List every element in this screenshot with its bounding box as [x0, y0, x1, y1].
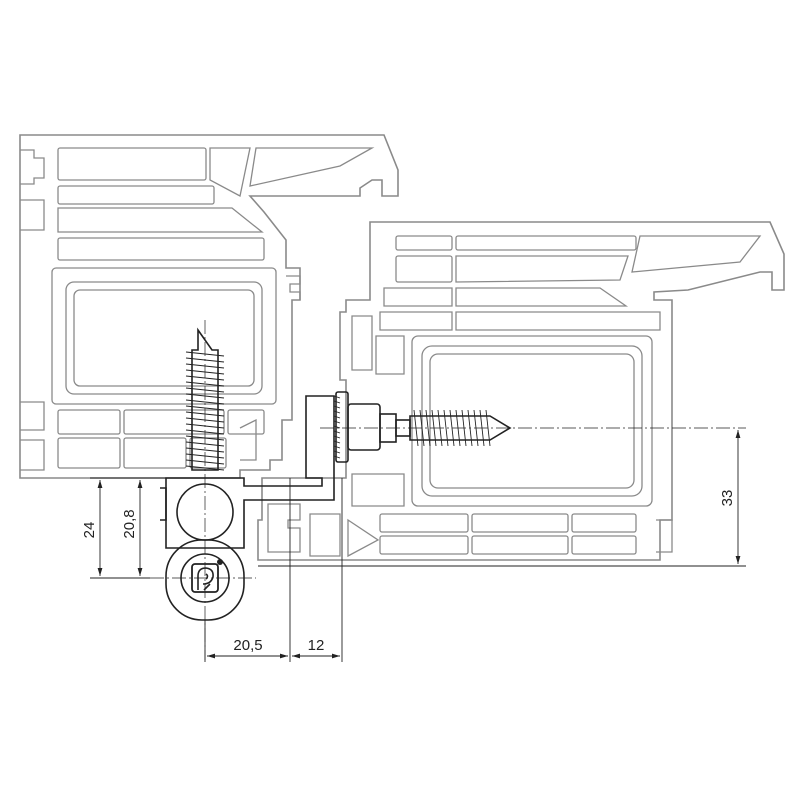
rooster-logo-icon [191, 559, 223, 593]
thread-line [333, 430, 341, 434]
thread-line [333, 400, 341, 404]
left-frame-profile [19, 134, 399, 479]
thread-line [333, 410, 341, 414]
dimension-label-20-5: 20,5 [233, 637, 262, 654]
thread-line [333, 405, 341, 409]
thread-line [425, 409, 431, 447]
dimension-label-12: 12 [308, 637, 325, 654]
dimension-label-33: 33 [719, 490, 736, 507]
thread-line [333, 445, 341, 449]
center-lines [150, 320, 746, 660]
thread-line [333, 395, 341, 399]
right-sash-profile [257, 221, 785, 561]
thread-line [185, 399, 225, 405]
thread-line [333, 435, 341, 439]
thread-line [333, 450, 341, 454]
thread-line [333, 440, 341, 444]
dimension-label-24: 24 [81, 522, 98, 539]
thread-line [185, 381, 225, 387]
thread-line [333, 415, 341, 419]
thread-line [333, 455, 341, 459]
thread-line [333, 420, 341, 424]
dimension-label-20-8: 20,8 [121, 509, 138, 538]
thread-line [185, 465, 225, 471]
dimension-lines [90, 430, 746, 662]
thread-line [443, 409, 449, 447]
thread-line [185, 447, 225, 453]
